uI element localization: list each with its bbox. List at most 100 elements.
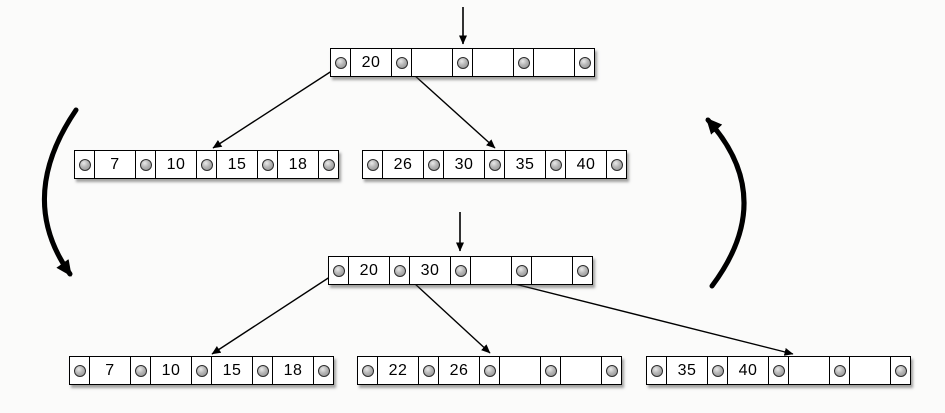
- pointer-cell: [313, 357, 333, 384]
- pointer-cell: [331, 49, 350, 76]
- key-cell: 22: [377, 357, 418, 384]
- pointer-dot-icon: [711, 364, 724, 377]
- pointer-dot-icon: [395, 56, 408, 69]
- pointer-cell: [196, 151, 216, 178]
- btree-node-middle-leaf-after: 22 26: [357, 356, 622, 385]
- key-cell: 15: [216, 151, 257, 178]
- key-cell: [849, 357, 890, 384]
- key-cell: 35: [666, 357, 707, 384]
- pointer-dot-icon: [73, 364, 86, 377]
- pointer-dot-icon: [576, 264, 589, 277]
- cycle-arrow-right-icon: [705, 117, 747, 289]
- pointer-cell: [606, 151, 626, 178]
- pointer-dot-icon: [894, 364, 907, 377]
- pointer-dot-icon: [134, 364, 147, 377]
- pointer-dot-icon: [605, 364, 618, 377]
- key-cell: [411, 49, 452, 76]
- pointer-cell: [318, 151, 338, 178]
- pointer-dot-icon: [833, 364, 846, 377]
- pointer-cell: [391, 49, 411, 76]
- pointer-cell: [479, 357, 499, 384]
- pointer-dot-icon: [317, 364, 330, 377]
- key-cell: 20: [350, 49, 391, 76]
- key-cell: 10: [150, 357, 191, 384]
- key-cell: [472, 49, 513, 76]
- key-cell: 40: [565, 151, 606, 178]
- key-cell: [531, 257, 572, 284]
- key-cell: 30: [409, 257, 450, 284]
- key-cell: 15: [211, 357, 252, 384]
- btree-node-left-leaf-before: 7 10 15 18: [74, 150, 339, 179]
- pointer-cell: [423, 151, 443, 178]
- pointer-dot-icon: [427, 158, 440, 171]
- pointer-arrow-before-root-to-left-leaf: [212, 64, 342, 149]
- pointer-dot-icon: [139, 158, 152, 171]
- key-cell: 26: [438, 357, 479, 384]
- pointer-cell: [70, 357, 89, 384]
- key-cell: 20: [348, 257, 389, 284]
- pointer-cell: [389, 257, 409, 284]
- pointer-dot-icon: [322, 158, 335, 171]
- pointer-dot-icon: [454, 264, 467, 277]
- key-cell: 35: [504, 151, 545, 178]
- btree-node-root-after: 20 30: [328, 256, 593, 285]
- pointer-arrow-after-root-to-left-leaf: [211, 270, 340, 355]
- pointer-cell: [452, 49, 472, 76]
- pointer-dot-icon: [261, 158, 274, 171]
- pointer-dot-icon: [393, 264, 406, 277]
- pointer-cell: [75, 151, 94, 178]
- pointer-cell: [130, 357, 150, 384]
- pointer-cell: [540, 357, 560, 384]
- pointer-dot-icon: [334, 56, 347, 69]
- btree-node-right-leaf-before: 26 30 35 40: [362, 150, 627, 179]
- pointer-cell: [135, 151, 155, 178]
- pointer-cell: [191, 357, 211, 384]
- pointer-cell: [707, 357, 727, 384]
- pointer-dot-icon: [578, 56, 591, 69]
- pointer-cell: [768, 357, 788, 384]
- pointer-dot-icon: [361, 364, 374, 377]
- btree-node-left-leaf-after: 7 10 15 18: [69, 356, 334, 385]
- pointer-dot-icon: [549, 158, 562, 171]
- pointer-dot-icon: [488, 158, 501, 171]
- key-cell: 18: [272, 357, 313, 384]
- key-cell: 7: [89, 357, 130, 384]
- pointer-cell: [890, 357, 910, 384]
- pointer-cell: [545, 151, 565, 178]
- pointer-cell: [572, 257, 592, 284]
- pointer-dot-icon: [483, 364, 496, 377]
- pointer-dot-icon: [456, 56, 469, 69]
- key-cell: 30: [443, 151, 484, 178]
- key-cell: [788, 357, 829, 384]
- pointer-cell: [450, 257, 470, 284]
- key-cell: 18: [277, 151, 318, 178]
- pointer-dot-icon: [515, 264, 528, 277]
- pointer-dot-icon: [610, 158, 623, 171]
- btree-node-root-before: 20: [330, 48, 595, 77]
- pointer-cell: [252, 357, 272, 384]
- pointer-arrow-before-root-to-right-leaf: [402, 64, 496, 149]
- pointer-dot-icon: [332, 264, 345, 277]
- pointer-cell: [358, 357, 377, 384]
- key-cell: 10: [155, 151, 196, 178]
- pointer-cell: [513, 49, 533, 76]
- pointer-cell: [257, 151, 277, 178]
- key-cell: 40: [727, 357, 768, 384]
- pointer-dot-icon: [650, 364, 663, 377]
- btree-node-right-leaf-after: 35 40: [646, 356, 911, 385]
- key-cell: [499, 357, 540, 384]
- key-cell: 7: [94, 151, 135, 178]
- key-cell: 26: [382, 151, 423, 178]
- pointer-dot-icon: [366, 158, 379, 171]
- pointer-cell: [418, 357, 438, 384]
- pointer-dot-icon: [256, 364, 269, 377]
- pointer-dot-icon: [78, 158, 91, 171]
- pointer-cell: [574, 49, 594, 76]
- pointer-dot-icon: [772, 364, 785, 377]
- pointer-cell: [647, 357, 666, 384]
- pointer-dot-icon: [422, 364, 435, 377]
- cycle-arrow-left-icon: [42, 107, 79, 277]
- pointer-dot-icon: [544, 364, 557, 377]
- pointer-dot-icon: [200, 158, 213, 171]
